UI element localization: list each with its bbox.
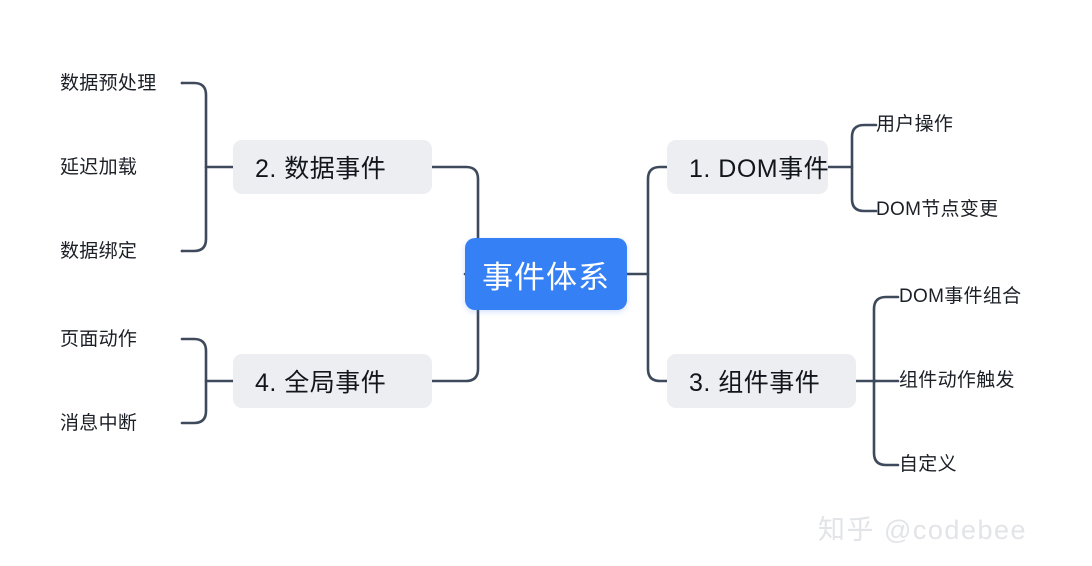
leaf-component-dom-combo[interactable]: DOM事件组合: [899, 287, 1021, 306]
leaf-label: 延迟加载: [60, 157, 138, 178]
branch-node-data-label: 2. 数据事件: [255, 155, 387, 183]
leaf-data-preprocess[interactable]: 数据预处理: [60, 74, 157, 93]
branch-node-dom[interactable]: 1. DOM事件: [667, 140, 830, 194]
wire-component-bracket: [872, 295, 900, 467]
branch-node-dom-label: 1. DOM事件: [689, 155, 830, 183]
leaf-global-page-action[interactable]: 页面动作: [60, 330, 137, 349]
root-node-label: 事件体系: [482, 259, 610, 295]
leaf-component-action-trigger[interactable]: 组件动作触发: [899, 371, 1015, 390]
wire-data-bracket: [180, 81, 208, 253]
leaf-dom-user-action[interactable]: 用户操作: [876, 115, 953, 134]
leaf-label: 消息中断: [60, 413, 138, 434]
branch-node-component[interactable]: 3. 组件事件: [667, 354, 856, 408]
leaf-label: 组件动作触发: [899, 370, 1015, 391]
wire-global-bracket: [180, 337, 208, 425]
leaf-label: 自定义: [899, 454, 957, 475]
watermark: 知乎 @codebee: [818, 508, 1027, 547]
branch-node-component-label: 3. 组件事件: [689, 369, 821, 397]
leaf-data-binding[interactable]: 数据绑定: [60, 242, 137, 261]
leaf-label: DOM节点变更: [876, 199, 999, 220]
leaf-component-custom[interactable]: 自定义: [899, 455, 957, 474]
leaf-label: 数据绑定: [60, 241, 138, 262]
leaf-dom-node-change[interactable]: DOM节点变更: [876, 200, 998, 219]
branch-node-global-label: 4. 全局事件: [255, 369, 387, 397]
leaf-data-lazyload[interactable]: 延迟加载: [60, 158, 137, 177]
wire-right-bracket: [646, 165, 669, 383]
leaf-label: 页面动作: [60, 329, 138, 350]
leaf-label: 数据预处理: [60, 73, 157, 94]
wire-dom-bracket: [850, 123, 878, 213]
watermark-text: 知乎 @codebee: [818, 515, 1028, 545]
leaf-label: DOM事件组合: [899, 286, 1022, 307]
branch-node-global[interactable]: 4. 全局事件: [233, 354, 432, 408]
leaf-global-message-interrupt[interactable]: 消息中断: [60, 414, 137, 433]
leaf-label: 用户操作: [876, 114, 954, 135]
branch-node-data[interactable]: 2. 数据事件: [233, 140, 432, 194]
root-node[interactable]: 事件体系: [465, 238, 627, 310]
